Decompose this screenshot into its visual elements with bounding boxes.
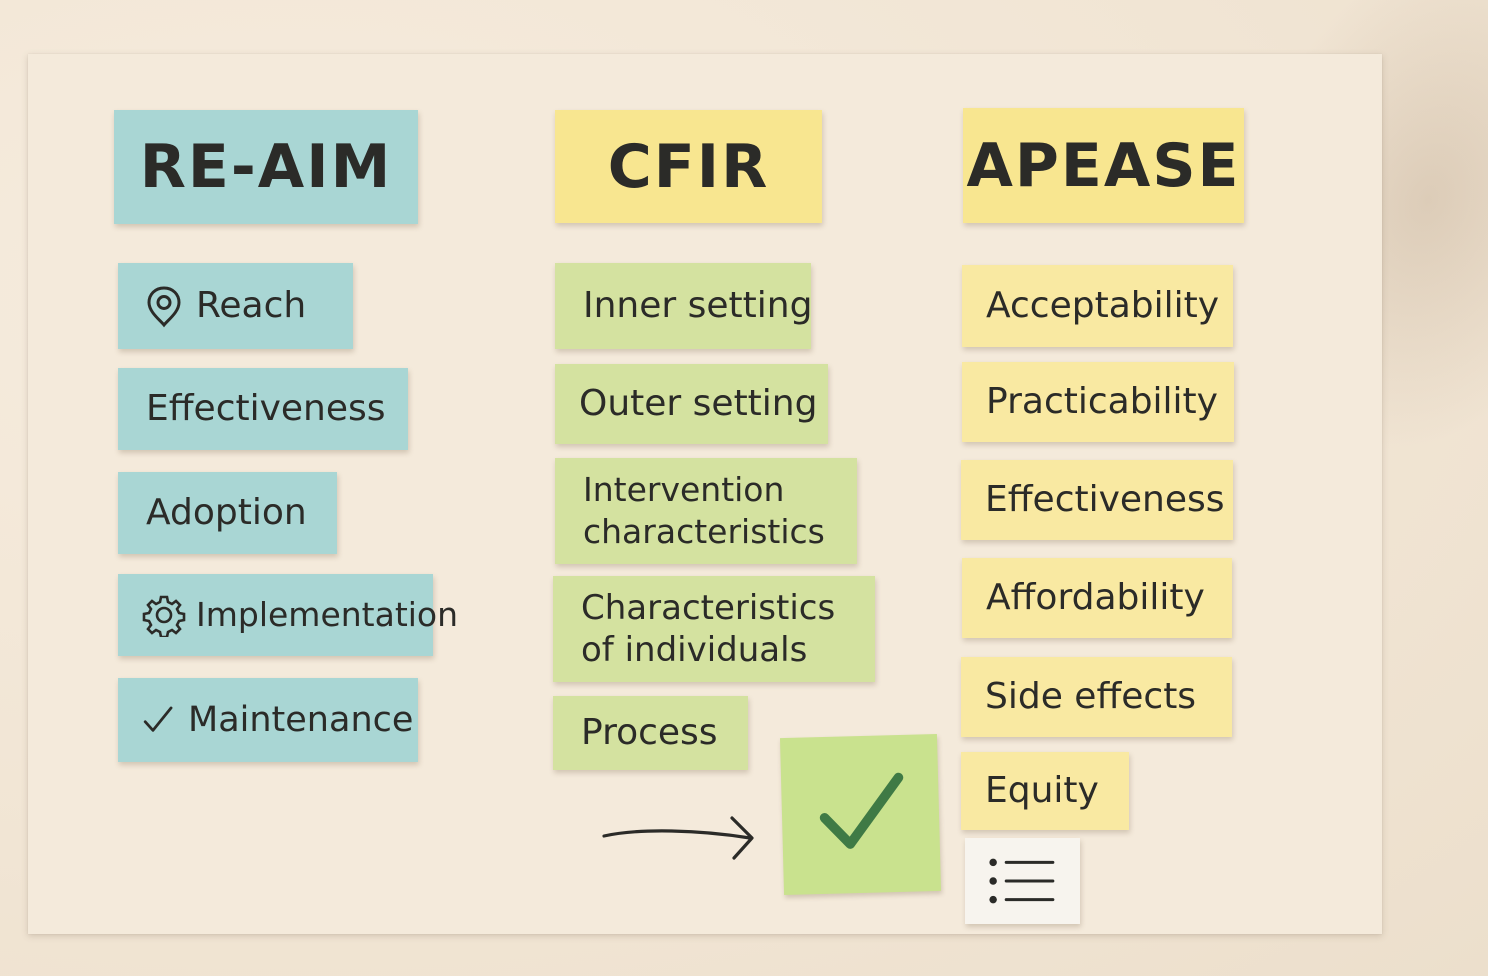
apease-note-side-effects[interactable]: Side effects xyxy=(961,657,1232,737)
reaim-label-implementation: Implementation xyxy=(196,595,459,634)
cfir-label-characteristics-of-individuals: Characteristics of individuals xyxy=(581,588,836,670)
cfir-header-note[interactable]: CFIR xyxy=(555,110,822,223)
cfir-note-characteristics-of-individuals[interactable]: Characteristics of individuals xyxy=(553,576,875,682)
cfir-label-inner-setting: Inner setting xyxy=(583,285,813,326)
reaim-note-effectiveness[interactable]: Effectiveness xyxy=(118,368,408,450)
large-checkmark-icon xyxy=(819,772,903,849)
cfir-label-outer-setting: Outer setting xyxy=(579,383,818,424)
cfir-note-intervention-characteristics[interactable]: Intervention characteristics xyxy=(555,458,857,564)
bulleted-list-icon xyxy=(988,858,1054,904)
arrow-right-icon xyxy=(602,816,754,860)
list-note[interactable] xyxy=(965,838,1080,924)
apease-label-acceptability: Acceptability xyxy=(986,285,1220,326)
cfir-label-process: Process xyxy=(581,712,718,753)
reaim-label-maintenance: Maintenance xyxy=(188,700,414,740)
apease-note-equity[interactable]: Equity xyxy=(961,752,1129,830)
cfir-note-inner-setting[interactable]: Inner setting xyxy=(555,263,813,349)
reaim-note-reach[interactable]: Reach xyxy=(118,263,353,349)
reaim-label-effectiveness: Effectiveness xyxy=(146,388,386,429)
apease-label-practicability: Practicability xyxy=(986,381,1218,422)
apease-note-acceptability[interactable]: Acceptability xyxy=(962,265,1233,347)
apease-label-affordability: Affordability xyxy=(986,577,1205,618)
location-pin-icon xyxy=(147,286,181,328)
reaim-note-maintenance[interactable]: Maintenance xyxy=(118,678,418,762)
apease-note-effectiveness[interactable]: Effectiveness xyxy=(961,460,1233,540)
apease-note-practicability[interactable]: Practicability xyxy=(962,362,1234,442)
check-note[interactable] xyxy=(779,733,942,896)
reaim-header-note[interactable]: RE-AIM xyxy=(114,110,418,224)
reaim-label-adoption: Adoption xyxy=(146,492,307,533)
apease-label-side-effects: Side effects xyxy=(985,676,1197,717)
apease-label-effectiveness: Effectiveness xyxy=(985,479,1225,520)
cfir-title: CFIR xyxy=(607,131,770,202)
checkmark-icon xyxy=(143,706,173,732)
reaim-note-implementation[interactable]: Implementation xyxy=(118,574,458,656)
reaim-title: RE-AIM xyxy=(139,132,393,202)
cfir-note-process[interactable]: Process xyxy=(553,696,748,770)
cfir-label-intervention-characteristics: Intervention characteristics xyxy=(583,470,825,551)
apease-title: APEASE xyxy=(966,130,1241,201)
cfir-note-outer-setting[interactable]: Outer setting xyxy=(555,364,828,444)
gear-icon xyxy=(142,595,186,637)
reaim-label-reach: Reach xyxy=(196,285,307,326)
apease-note-affordability[interactable]: Affordability xyxy=(962,558,1232,638)
reaim-note-adoption[interactable]: Adoption xyxy=(118,472,337,554)
apease-header-note[interactable]: APEASE xyxy=(963,108,1244,223)
apease-label-equity: Equity xyxy=(985,770,1099,811)
